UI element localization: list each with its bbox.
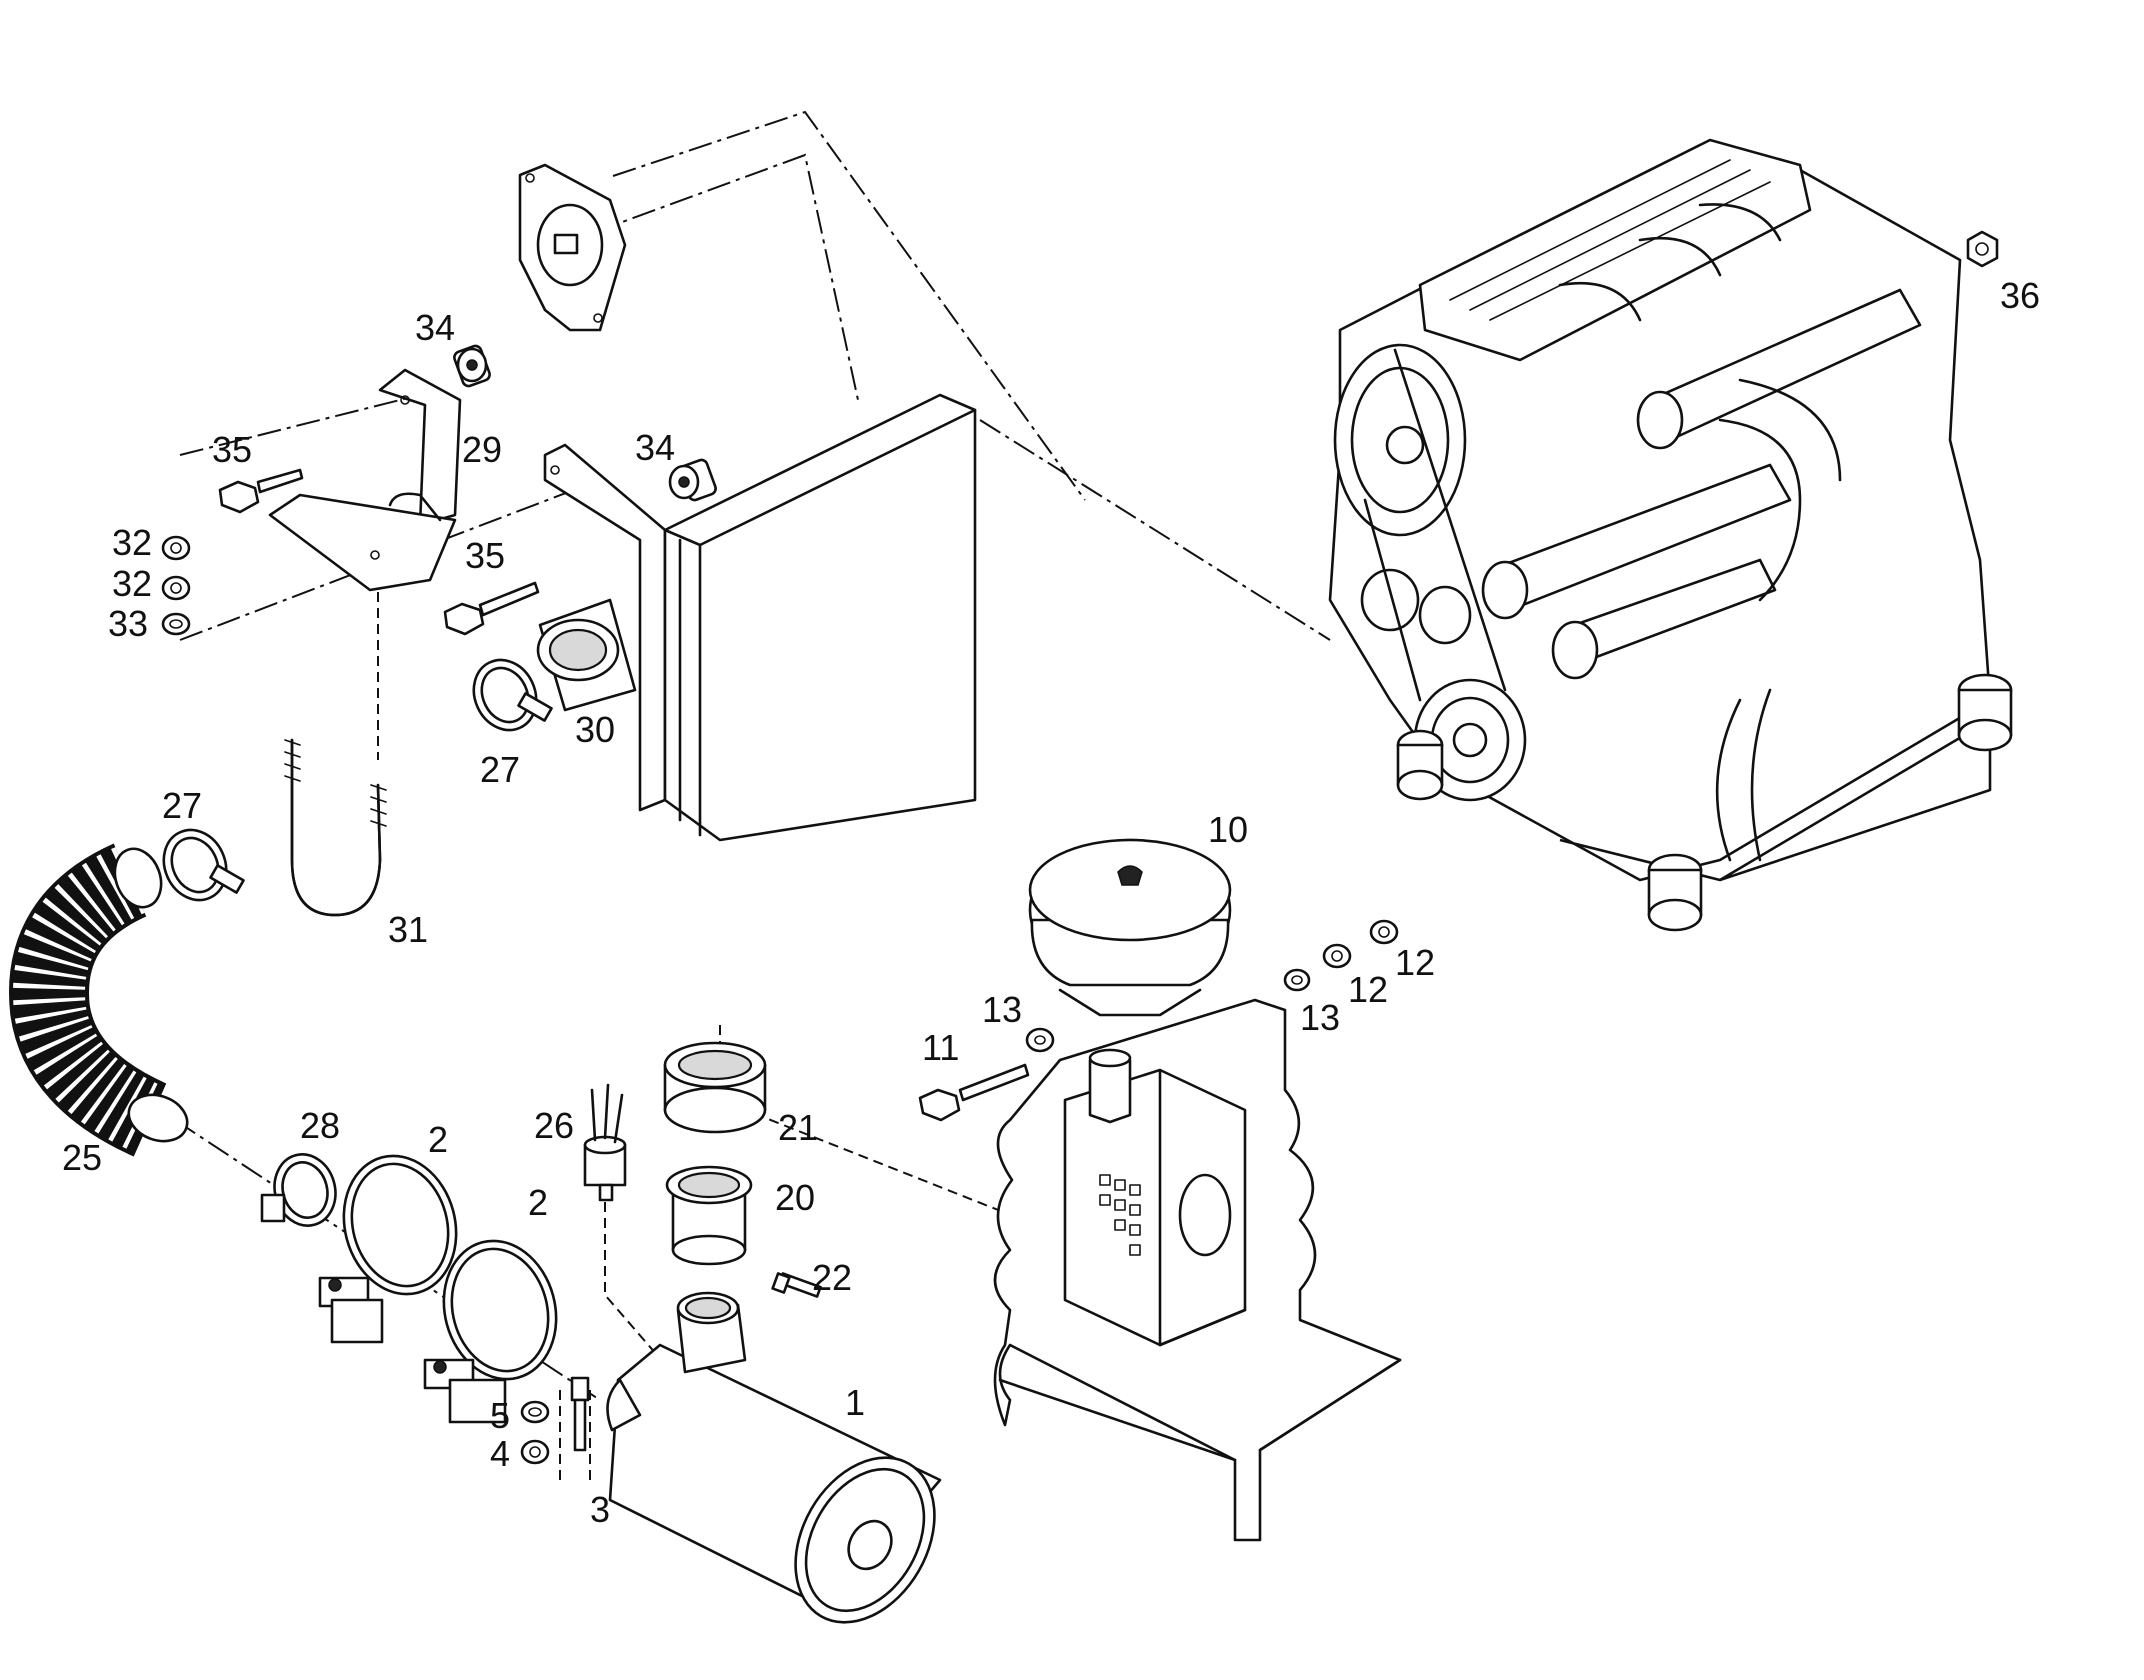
- ring-21: [663, 1041, 767, 1134]
- callout-32-lower: 32: [112, 563, 152, 604]
- callout-11: 11: [922, 1027, 959, 1068]
- u-bolt-31: [284, 738, 387, 917]
- callout-27-upper: 27: [480, 749, 520, 790]
- bolt-11: [918, 1063, 1030, 1122]
- air-filter-1: [606, 1291, 942, 1624]
- callout-28: 28: [300, 1105, 340, 1146]
- bolt-35-lower: [443, 581, 540, 636]
- buffer-34-upper: [453, 344, 491, 388]
- washer-13-left: [1025, 1027, 1055, 1053]
- callout-12-left: 12: [1348, 969, 1388, 1010]
- mounting-plate: [518, 163, 627, 332]
- callout-2-right: 2: [528, 1182, 548, 1223]
- grille-holes: [1099, 1174, 1141, 1256]
- sleeve-20: [665, 1165, 753, 1266]
- callout-5: 5: [490, 1395, 510, 1436]
- bracket-29: [268, 368, 462, 592]
- callout-20: 20: [775, 1177, 815, 1218]
- callout-2-left: 2: [428, 1119, 448, 1160]
- callout-13-right: 13: [1300, 997, 1340, 1038]
- callout-35-upper: 35: [212, 429, 252, 470]
- band-clamp-2-right: [423, 1239, 558, 1424]
- callout-13-left: 13: [982, 989, 1022, 1030]
- callout-29: 29: [462, 429, 502, 470]
- nut-12-left: [1322, 943, 1352, 969]
- sleeve-30: [536, 598, 637, 712]
- nut-32-lower: [161, 575, 191, 601]
- clamp-27-upper: [472, 658, 553, 732]
- callout-33: 33: [108, 603, 148, 644]
- callout-27-lower: 27: [162, 785, 202, 826]
- washer-13-right: [1283, 968, 1311, 992]
- callout-36: 36: [2000, 275, 2040, 316]
- callout-12-right: 12: [1395, 942, 1435, 983]
- sensor-26: [583, 1083, 627, 1202]
- callout-4: 4: [490, 1433, 510, 1474]
- washer-5: [520, 1400, 550, 1424]
- pin-22: [771, 1272, 822, 1298]
- bolt-35-upper: [218, 468, 304, 514]
- engine: [1328, 138, 2013, 932]
- nut-12-right: [1369, 919, 1399, 945]
- callout-22: 22: [812, 1257, 852, 1298]
- callout-21: 21: [778, 1107, 818, 1148]
- callout-numbers: 1 2 2 3 4 5 10 11 12 12 13 13 20 21 22 2…: [62, 275, 2040, 1530]
- callout-30: 30: [575, 709, 615, 750]
- callout-25: 25: [62, 1137, 102, 1178]
- buffer-34-lower: [668, 458, 717, 502]
- callout-3: 3: [590, 1489, 610, 1530]
- callout-32-upper: 32: [112, 522, 152, 563]
- callout-26: 26: [534, 1105, 574, 1146]
- callout-34-upper: 34: [415, 307, 455, 348]
- callout-31: 31: [388, 909, 428, 950]
- engine-mount-right: [1957, 673, 2013, 752]
- callout-34-lower: 34: [635, 427, 675, 468]
- clamp-27-lower: [162, 828, 245, 902]
- air-box: [543, 393, 977, 842]
- clamp-28: [260, 1153, 337, 1227]
- band-clamp-2-left: [318, 1154, 458, 1344]
- hose-25: [9, 843, 189, 1157]
- callout-35-lower: 35: [465, 535, 505, 576]
- engine-mount-left: [1396, 729, 1444, 801]
- nut-36: [1966, 230, 1999, 268]
- callout-1: 1: [845, 1382, 865, 1423]
- engine-mount-front: [1647, 853, 1703, 932]
- nut-4: [520, 1439, 550, 1465]
- vehicle-body: [993, 998, 1402, 1542]
- washer-33: [161, 612, 191, 636]
- pre-cleaner-10: [1028, 838, 1232, 1017]
- nut-32-upper: [161, 535, 191, 561]
- bolt-3: [570, 1376, 590, 1452]
- callout-10: 10: [1208, 809, 1248, 850]
